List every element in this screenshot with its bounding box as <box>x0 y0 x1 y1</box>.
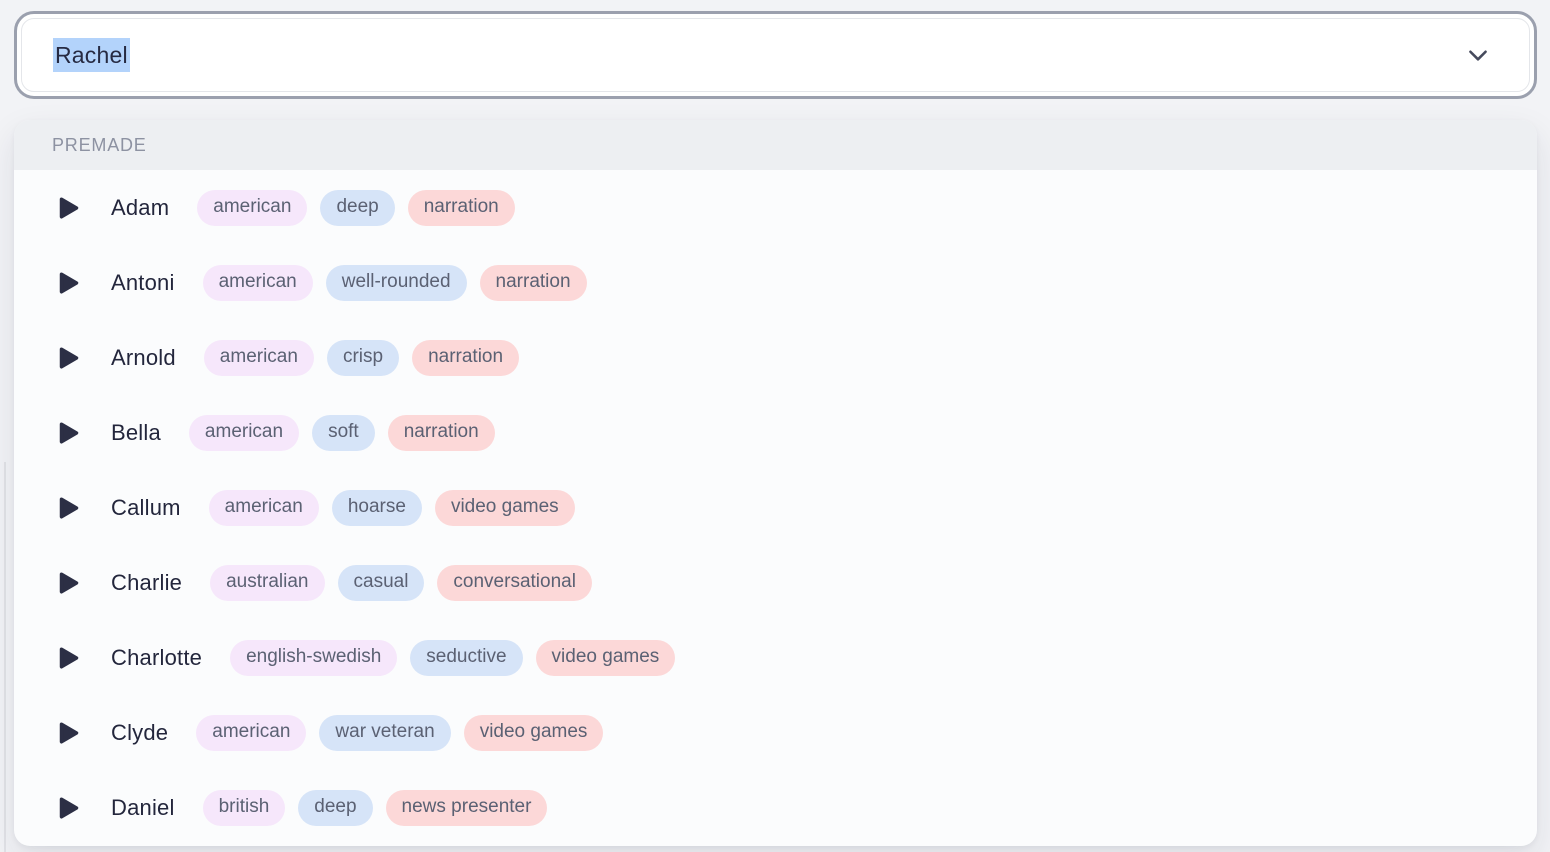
voice-option[interactable]: Adam american deep narration <box>14 170 1537 245</box>
play-icon <box>57 795 81 821</box>
voice-option[interactable]: Callum american hoarse video games <box>14 470 1537 545</box>
voice-tags: american soft narration <box>188 414 495 451</box>
voice-tags: american hoarse video games <box>208 489 575 526</box>
voice-name: Callum <box>111 494 181 520</box>
play-icon <box>57 720 81 746</box>
voice-option[interactable]: Charlie australian casual conversational <box>14 545 1537 620</box>
voice-tags: american deep narration <box>197 189 515 226</box>
voice-tag-accent: british <box>202 789 286 826</box>
play-icon <box>57 195 81 221</box>
voice-tags: american well-rounded narration <box>202 264 587 301</box>
play-icon <box>57 270 81 296</box>
voice-tags: australian casual conversational <box>210 564 592 601</box>
voice-tag-use-case: video games <box>535 639 676 676</box>
play-button[interactable] <box>56 570 82 596</box>
voice-tag-description: crisp <box>326 339 400 376</box>
voice-tags: american war veteran video games <box>196 714 604 751</box>
voice-tag-description: casual <box>337 564 425 601</box>
play-button[interactable] <box>56 195 82 221</box>
voice-name: Arnold <box>111 344 176 370</box>
play-button[interactable] <box>56 495 82 521</box>
voice-tag-use-case: narration <box>407 189 515 226</box>
voice-tag-accent: american <box>196 714 307 751</box>
voice-name: Daniel <box>111 794 175 820</box>
voice-name: Adam <box>111 194 170 220</box>
voice-name: Antoni <box>111 269 175 295</box>
voice-option[interactable]: Charlotte english-swedish seductive vide… <box>14 620 1537 695</box>
voice-dropdown: PREMADE Adam american deep narration Ant… <box>14 120 1537 846</box>
voice-tag-use-case: video games <box>434 489 575 526</box>
voice-tag-accent: american <box>208 489 319 526</box>
play-button[interactable] <box>56 795 82 821</box>
background-content-edge <box>4 462 6 852</box>
voice-name: Charlie <box>111 569 183 595</box>
voice-option[interactable]: Daniel british deep news presenter <box>14 770 1537 845</box>
voice-tag-description: deep <box>320 189 395 226</box>
play-icon <box>57 345 81 371</box>
play-button[interactable] <box>56 420 82 446</box>
combobox-expand-button[interactable] <box>1462 39 1494 71</box>
play-button[interactable] <box>56 345 82 371</box>
voice-option[interactable]: Arnold american crisp narration <box>14 320 1537 395</box>
voice-option[interactable]: Clyde american war veteran video games <box>14 695 1537 770</box>
voice-tag-use-case: conversational <box>437 564 592 601</box>
play-icon <box>57 645 81 671</box>
voice-tag-use-case: news presenter <box>385 789 548 826</box>
play-icon <box>57 420 81 446</box>
voice-name: Clyde <box>111 719 169 745</box>
voice-tag-description: seductive <box>410 639 523 676</box>
voice-option[interactable]: Antoni american well-rounded narration <box>14 245 1537 320</box>
voice-input-selected-text: Rachel <box>53 38 130 72</box>
voice-tag-description: hoarse <box>331 489 422 526</box>
voice-tag-accent: american <box>203 339 314 376</box>
voice-tag-use-case: narration <box>412 339 520 376</box>
voice-option[interactable]: Bella american soft narration <box>14 395 1537 470</box>
voice-tag-description: war veteran <box>319 714 451 751</box>
voice-tag-accent: american <box>197 189 308 226</box>
voice-tag-description: soft <box>312 414 375 451</box>
voice-name: Charlotte <box>111 644 203 670</box>
voice-tag-use-case: video games <box>463 714 604 751</box>
voice-tag-description: well-rounded <box>325 264 467 301</box>
voice-input[interactable]: Rachel <box>21 18 1530 92</box>
voice-tag-accent: english-swedish <box>230 639 398 676</box>
play-icon <box>57 495 81 521</box>
play-button[interactable] <box>56 720 82 746</box>
voice-list: Adam american deep narration Antoni amer… <box>14 170 1537 846</box>
voice-tag-use-case: narration <box>387 414 495 451</box>
chevron-down-icon <box>1465 42 1491 68</box>
voice-group-header: PREMADE <box>14 120 1537 170</box>
voice-name: Bella <box>111 419 161 445</box>
voice-tags: british deep news presenter <box>202 789 548 826</box>
voice-tag-use-case: narration <box>479 264 587 301</box>
voice-tag-accent: american <box>188 414 300 451</box>
voice-tag-accent: american <box>202 264 313 301</box>
voice-combobox[interactable]: Rachel <box>14 11 1537 99</box>
voice-tag-description: deep <box>298 789 373 826</box>
voice-tags: american crisp narration <box>203 339 520 376</box>
play-button[interactable] <box>56 270 82 296</box>
voice-tag-accent: australian <box>210 564 325 601</box>
play-icon <box>57 570 81 596</box>
play-button[interactable] <box>56 645 82 671</box>
voice-tags: english-swedish seductive video games <box>230 639 676 676</box>
